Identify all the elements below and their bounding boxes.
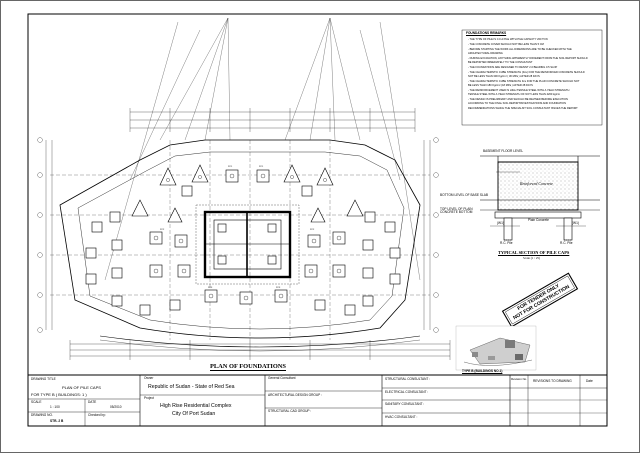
project-value-2: City Of Port Sudan [172, 411, 216, 417]
checked-by-label: Checked by: [88, 413, 106, 417]
building-outline [59, 139, 421, 352]
pile-caps [85, 164, 401, 316]
note-line: BE LESS THAN 180 Kg/cm² (18 MPa ) AFTER … [468, 84, 533, 87]
rev-date-label: Date [586, 379, 593, 383]
note-line: ACCORDING TO THE FINAL SOIL REPORT/INVES… [468, 102, 566, 105]
plain-concrete-label: Plain Concrete [528, 218, 549, 222]
note-line: ARCHITECTURAL DRAWING [468, 52, 503, 55]
title-block-grid [28, 374, 607, 426]
date-value: 05/2010 [110, 405, 122, 409]
svg-text:PC1: PC1 [228, 166, 233, 168]
drawing-title-2: FOR TYPE B ( BUILDINGS: 1 ) [31, 392, 87, 397]
note-line: - THE FOUNDATIONS ARE DESIGNED TO RESIST… [468, 66, 558, 69]
revision-no-label: Revision No. [511, 377, 527, 381]
general-consultant-label: General Consultant [268, 376, 296, 380]
cap-tags: PC2 PC2 PC3 PC3 PC1 PC1 [160, 166, 315, 289]
inner-border [27, 13, 608, 427]
date-label: DATE [88, 400, 97, 404]
svg-text:PC2: PC2 [160, 229, 165, 231]
plan-title: PLAN OF FOUNDATIONS [210, 363, 286, 372]
drawing-title-1: PLAN OF PILE CAPS [62, 385, 101, 390]
svg-text:PC3: PC3 [208, 287, 213, 289]
note-line: RECOMMENDATIONS WHICH THE SPECIALIST SOI… [468, 107, 578, 110]
pile-cap-bottom-label: TOP LEVEL OF PLAIN CONCRETE BOTTOM [440, 207, 473, 215]
fan-lines [104, 17, 421, 281]
dim-right-label: (W1) [572, 221, 579, 225]
note-line: - THE DESIGN IS PRELIMINARY AND SHOULD B… [468, 98, 568, 101]
note-line: BE REPORTED IMMEDIATELY TO THE CONSULTAN… [468, 61, 533, 64]
piles [153, 173, 342, 301]
svg-text:PC3: PC3 [276, 287, 281, 289]
note-line: - DURING EXCAVATION, ANYTHING APPARENTLY… [468, 57, 588, 60]
section-detail [480, 155, 600, 241]
svg-text:PC2: PC2 [310, 229, 315, 231]
project-label: Project [144, 396, 154, 400]
architectural-group-label: ARCHITECTURAL DESIGN GROUP : [268, 393, 323, 397]
keyplan-label: TYPE B (BUILDINGS NO.1) [462, 369, 503, 373]
note-line: - BEFORE STARTING THE WORK ALL DIMENSION… [468, 48, 572, 51]
pile-right-label: R.C. Pile [560, 241, 573, 245]
dim-left-label: (W1) [497, 221, 504, 225]
section-scale: Scale (1 : 25) [523, 256, 541, 260]
top-dimensions [129, 108, 416, 132]
tender-stamp [501, 272, 579, 328]
svg-text:PC1: PC1 [259, 166, 264, 168]
basement-floor-label: BASEMENT FLOOR LEVEL [483, 149, 524, 153]
note-line: - THE REINFORCEMENT USED IS HIGH TENSILE… [468, 89, 570, 92]
structural-cad-label: STRUCTURAL CAD GROUP : [268, 409, 312, 413]
scale-value: 1 : 100 [50, 405, 60, 409]
note-line: - THE TYPE OF PILE IS C.F.A PILE WITH PI… [468, 38, 548, 41]
owner-label: Owner [144, 376, 154, 380]
structural-consultant-label: STRUCTURAL CONSULTANT : [385, 377, 431, 381]
owner-value: Republic of Sudan - State of Red Sea [148, 384, 235, 390]
bottom-slab-label: BOTTOM LEVEL OF BASE SLAB [440, 193, 489, 197]
pile-left-label: R.C. Pile [500, 241, 513, 245]
project-value-1: High Rise Residential Complex [160, 403, 232, 409]
section-title: TYPICAL SECTION OF PILE CAPS [498, 250, 570, 255]
note-line: - THE CHARACTERISTIC CUBE STRENGTH Fcu F… [468, 80, 580, 83]
scale-label: SCALE [31, 400, 42, 404]
reinforced-concrete-label: Reinforced Concrete [520, 181, 553, 186]
drawing-no-label: DRAWING NO. [31, 413, 53, 417]
drawing-no-value: STR- 2 B [50, 419, 64, 423]
note-line: - THE CHARACTERISTIC CUBE STRENGTH (Fcu)… [468, 71, 585, 74]
electrical-consultant-label: ELECTRICAL CONSULTANT : [385, 390, 429, 394]
note-line: - THE CONCRETE COVER SHOULD NOT BE LESS … [468, 43, 544, 46]
notes-title: FOUNDATIONS REMARKS [466, 31, 507, 35]
revisions-label: REVISIONS TO DRAWING [533, 379, 572, 383]
note-line: TENSILE STEEL WITH A YIELD STRENGTH OF N… [468, 93, 561, 96]
side-dimensions [37, 137, 439, 333]
drawing-title-label: DRAWING TITLE [31, 377, 56, 381]
sanitary-consultant-label: SANITARY CONSULTANT : [385, 402, 425, 406]
notes-frame [461, 29, 603, 126]
note-line: NOT BE LESS THAN 300 Kg/cm² ( 30 MPa ) A… [468, 75, 540, 78]
key-plan [455, 325, 537, 371]
hvac-consultant-label: HVAC CONSULTANT : [385, 415, 418, 419]
